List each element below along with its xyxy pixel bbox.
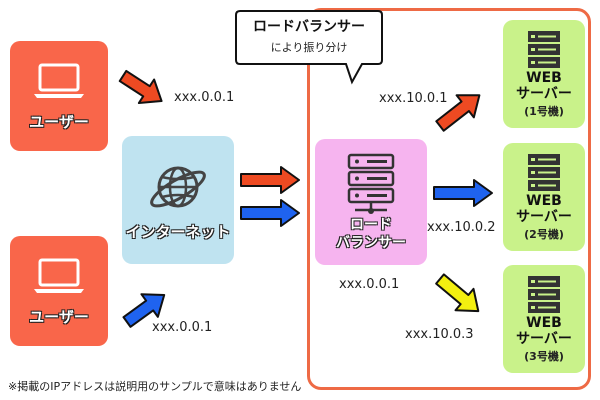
arrow-lb-server3 [435, 273, 480, 313]
user2-ip-label: xxx.0.0.1 [152, 320, 213, 335]
web-server-3: WEB サーバー (3号機) [503, 265, 585, 373]
load-balancer-region [307, 8, 591, 390]
web-server-label: WEB サーバー [516, 314, 572, 347]
web-server-1: WEB サーバー (1号機) [503, 20, 585, 128]
arrow-lb-server2 [433, 179, 493, 207]
web-server-number: (1号機) [524, 104, 564, 118]
server-stack-icon [347, 153, 395, 214]
server-icon [528, 30, 560, 68]
globe-icon [150, 166, 206, 207]
web-server-2: WEB サーバー (2号機) [503, 143, 585, 251]
server2-ip-label: xxx.10.0.2 [427, 220, 496, 235]
arrow-lb-server1 [435, 94, 481, 132]
laptop-icon [34, 63, 84, 98]
footnote: ※掲載のIPアドレスは説明用のサンプルで意味はありません [8, 380, 302, 393]
internet-node: インターネット [122, 136, 234, 264]
load-balancer-label: ロード バランサー [336, 217, 406, 251]
arrow-user1-internet [118, 69, 163, 104]
user-node-2: ユーザー [10, 236, 108, 346]
callout: ロードバランサー により振り分け [242, 16, 376, 55]
user-label: ユーザー [29, 112, 89, 131]
internet-label: インターネット [125, 222, 231, 241]
web-server-number: (3号機) [524, 349, 564, 363]
server-icon [528, 275, 560, 313]
server3-ip-label: xxx.10.0.3 [405, 327, 474, 342]
user-label: ユーザー [29, 307, 89, 326]
arrow-internet-lb-red [240, 166, 300, 194]
server-icon [528, 153, 560, 191]
user1-ip-label: xxx.0.0.1 [174, 90, 235, 105]
load-balancer-node: ロード バランサー [315, 139, 427, 265]
load-balancer-ip-label: xxx.0.0.1 [339, 277, 400, 292]
web-server-label: WEB サーバー [516, 69, 572, 102]
web-server-number: (2号機) [524, 227, 564, 241]
callout-subtitle: により振り分け [270, 41, 348, 54]
web-server-label: WEB サーバー [516, 192, 572, 225]
user-node-1: ユーザー [10, 41, 108, 151]
arrow-user2-internet [122, 293, 166, 328]
callout-title: ロードバランサー [253, 19, 365, 35]
server1-ip-label: xxx.10.0.1 [379, 91, 448, 106]
laptop-icon [34, 258, 84, 293]
arrow-internet-lb-blue [240, 199, 300, 227]
